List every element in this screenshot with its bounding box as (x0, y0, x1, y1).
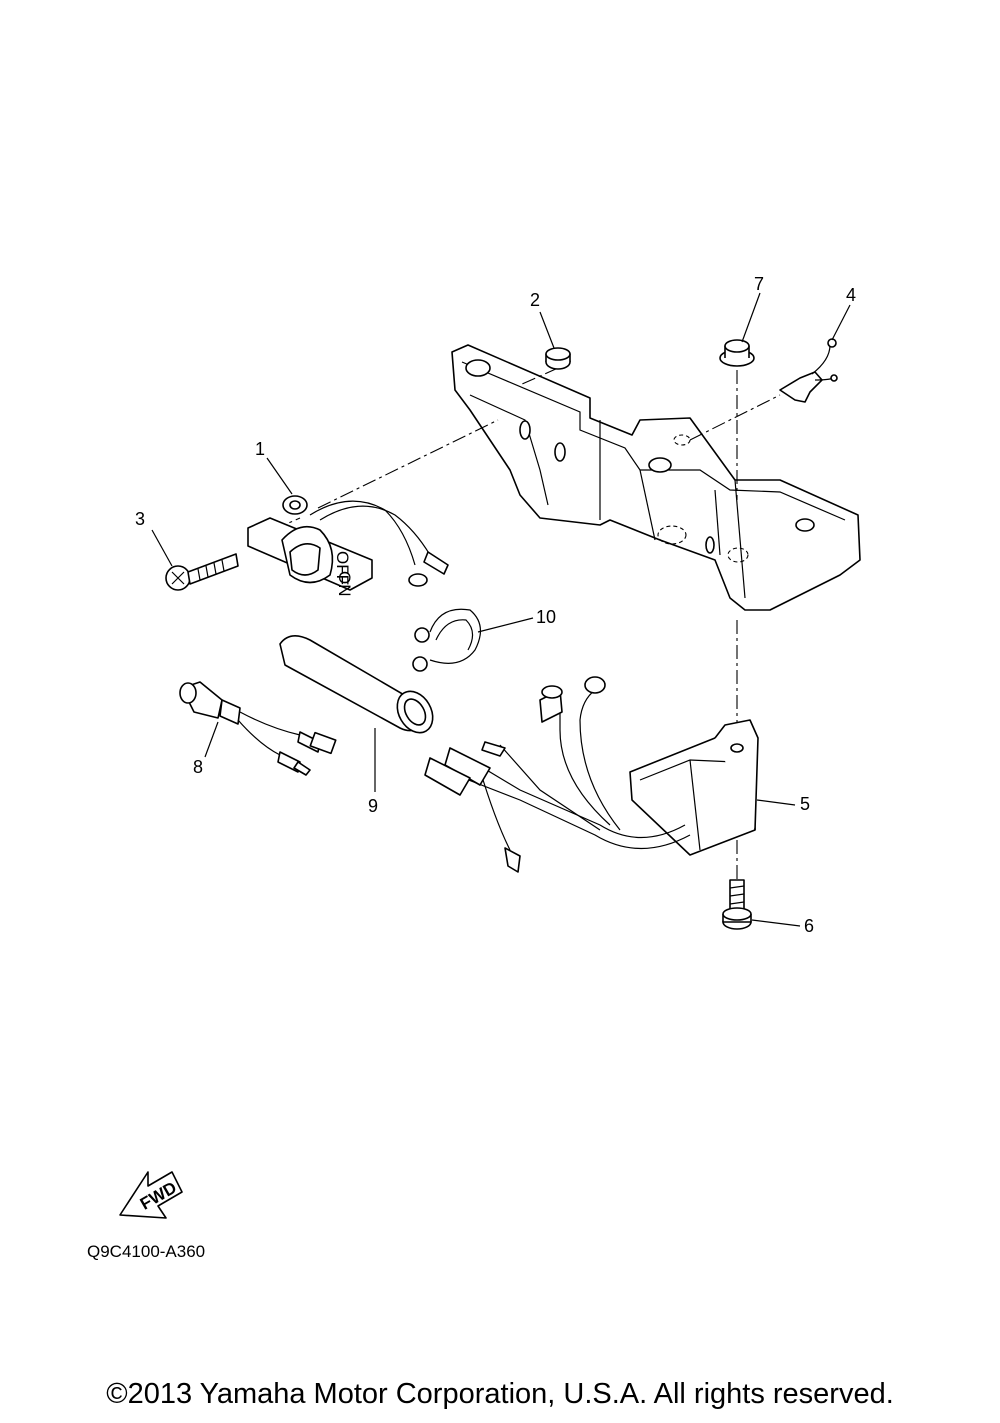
callout-1: 1 (255, 439, 265, 459)
callout-3: 3 (135, 509, 145, 529)
sensor-part-8 (179, 681, 337, 776)
figure-code: Q9C4100-A360 (87, 1242, 205, 1261)
switch-on-label: ON (335, 571, 354, 597)
tube-part-9 (279, 635, 434, 734)
callout-5: 5 (800, 794, 810, 814)
stop-switch-part-1: OFF ON (247, 495, 449, 597)
wire-clip-part-10 (412, 608, 481, 672)
screw-part-3 (165, 553, 239, 591)
wire-clamp-part-4 (779, 338, 838, 403)
fwd-arrow-icon: FWD (119, 1171, 183, 1219)
callout-9: 9 (368, 796, 378, 816)
callout-2: 2 (530, 290, 540, 310)
switch-off-label: OFF (333, 551, 352, 585)
callout-leaders (151, 292, 851, 927)
callout-6: 6 (804, 916, 814, 936)
callout-7: 7 (754, 274, 764, 294)
flange-nut-part-7 (719, 339, 755, 367)
callout-10: 10 (536, 607, 556, 627)
bolt-part-6 (722, 879, 752, 930)
mounting-bracket (451, 344, 861, 611)
callout-4: 4 (846, 285, 856, 305)
nut-part-2 (545, 347, 571, 370)
copyright-notice: ©2013 Yamaha Motor Corporation, U.S.A. A… (106, 1378, 894, 1410)
callout-8: 8 (193, 757, 203, 777)
cdi-unit-part-5 (424, 676, 759, 873)
